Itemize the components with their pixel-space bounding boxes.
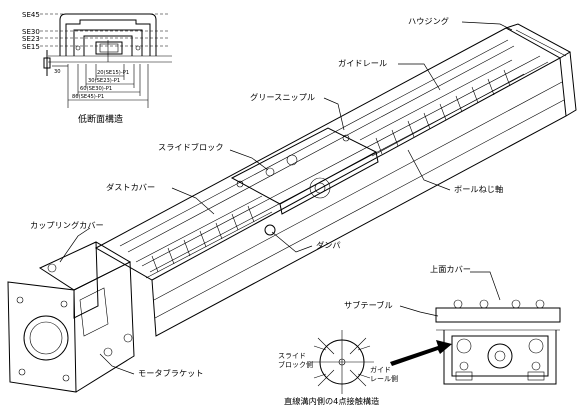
callout-damper: ダンパ: [316, 240, 341, 250]
dim-label-30: 30: [54, 69, 61, 75]
contact-label-guide-rail: ガイド レール側: [370, 365, 398, 383]
cross-section-drawing: [40, 13, 172, 108]
cross-section-caption: 低断面構造: [78, 113, 123, 125]
callout-guide-rail: ガイドレール: [338, 58, 387, 68]
contact-label-slide-block-line2: ブロック側: [278, 360, 313, 369]
callout-sub-table: サブテーブル: [344, 300, 393, 310]
actuator-body: [7, 23, 577, 393]
contact-label-slide-block-line1: スライド: [278, 352, 306, 360]
dim-label-se30: 60(SE30)-P1: [80, 86, 112, 92]
sub-table-detail: [399, 271, 561, 385]
leader-lines: [59, 21, 513, 375]
callout-slide-block: スライドブロック: [158, 142, 224, 152]
callout-ball-screw: ボールねじ軸: [454, 184, 503, 194]
callout-top-cover: 上面カバー: [430, 264, 471, 274]
callout-grease-nipple: グリースニップル: [250, 92, 315, 102]
size-label-se45: SE45: [22, 11, 40, 19]
size-label-se30: SE30: [22, 28, 40, 36]
callout-motor-bracket: モータブラケット: [138, 368, 204, 378]
callout-dust-cover: ダストカバー: [106, 182, 155, 192]
contact-label-slide-block: スライド ブロック側: [278, 352, 313, 369]
callout-coupling-cover: カップリングカバー: [30, 220, 104, 230]
contact-label-guide-rail-line2: レール側: [370, 374, 398, 383]
dim-label-se23: 30(SE23)-P1: [88, 78, 120, 84]
dim-label-se45: 86(SE45)-P1: [72, 94, 104, 100]
size-label-se15: SE15: [22, 43, 40, 51]
contact-detail-caption: 直線溝内側の4点接触構造: [284, 396, 379, 406]
callout-housing: ハウジング: [408, 16, 449, 26]
size-label-se23: SE23: [22, 35, 40, 43]
contact-label-guide-rail-line1: ガイド: [370, 365, 391, 374]
contact-point-detail: [310, 330, 452, 394]
dim-label-se15: 20(SE15)-P1: [97, 70, 129, 76]
